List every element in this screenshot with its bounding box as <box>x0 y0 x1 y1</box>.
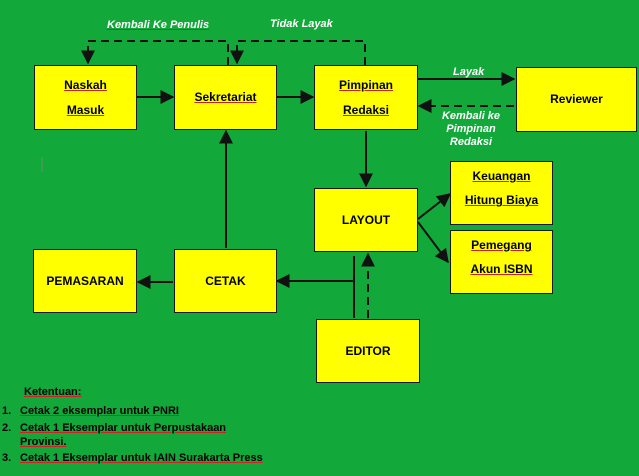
note-item-3: 3. Cetak 1 Eksemplar untuk IAIN Surakart… <box>2 452 263 464</box>
node-layout: LAYOUT <box>314 188 418 252</box>
node-keuangan-line1: Keuangan <box>472 169 531 183</box>
arrow-layout-keuangan <box>417 193 452 220</box>
label-kembali-pimpinan-line1: Kembali ke <box>441 110 501 122</box>
node-pemegang-line1: Pemegang <box>471 238 532 252</box>
note-item-2-text2: Provinsi. <box>20 436 67 448</box>
note-item-1: 1. Cetak 2 eksemplar untuk PNRI <box>2 405 179 417</box>
note-item-1-text: Cetak 2 eksemplar untuk PNRI <box>20 405 179 417</box>
node-editor: EDITOR <box>316 319 420 383</box>
node-pemegang-line2: Akun ISBN <box>470 262 533 277</box>
note-item-2-cont: Provinsi. <box>20 436 66 448</box>
note-item-2: 2. Cetak 1 Eksemplar untuk Perpustakaan <box>2 422 227 434</box>
arrow-layout-cetak <box>275 256 355 288</box>
node-cetak-label: CETAK <box>205 273 246 288</box>
note-item-2-num: 2. <box>2 422 12 434</box>
node-reviewer-label: Reviewer <box>550 92 603 107</box>
node-pimpinan-line1: Pimpinan <box>338 78 393 93</box>
label-kembali-pimpinan-line2: Pimpinan <box>446 123 496 135</box>
dashed-arrow-tidak-layak <box>230 40 366 65</box>
node-editor-label: EDITOR <box>345 343 391 358</box>
node-naskah-masuk: Naskah Masuk <box>34 65 137 130</box>
notes-title: Ketentuan: <box>24 386 82 398</box>
label-kembali-pimpinan: Kembali ke Pimpinan Redaksi <box>437 110 505 149</box>
node-pimpinan-redaksi: Pimpinan Redaksi <box>314 65 418 130</box>
node-keuangan: Keuangan Hitung Biaya <box>450 161 553 225</box>
node-reviewer: Reviewer <box>516 67 637 132</box>
node-pemasaran: PEMASARAN <box>33 249 137 313</box>
node-keuangan-line2: Hitung Biaya <box>464 193 539 208</box>
node-pimpinan-line2: Redaksi <box>342 102 390 117</box>
note-item-2-text: Cetak 1 Eksemplar untuk Perpustakaan <box>20 422 227 434</box>
arrow-layout-pemegang <box>417 221 449 264</box>
node-layout-label: LAYOUT <box>341 212 391 227</box>
node-pemegang-isbn: Pemegang Akun ISBN <box>450 230 553 294</box>
label-kembali-pimpinan-line3: Redaksi <box>449 136 493 148</box>
note-item-3-text: Cetak 1 Eksemplar untuk IAIN Surakarta P… <box>20 452 263 464</box>
note-item-3-num: 3. <box>2 452 12 464</box>
dashed-arrow-kembali-penulis <box>81 40 229 65</box>
label-kembali-penulis: Kembali Ke Penulis <box>107 19 210 31</box>
node-sekretariat: Sekretariat <box>174 65 277 130</box>
node-pemasaran-label: PEMASARAN <box>46 273 124 288</box>
note-item-1-num: 1. <box>2 405 12 417</box>
node-naskah-line1: Naskah <box>64 78 107 93</box>
node-cetak: CETAK <box>174 249 277 313</box>
label-tidak-layak: Tidak Layak <box>270 18 333 30</box>
node-sekretariat-label: Sekretariat <box>194 90 257 105</box>
node-naskah-line2: Masuk <box>66 102 105 117</box>
label-layak: Layak <box>453 66 485 78</box>
